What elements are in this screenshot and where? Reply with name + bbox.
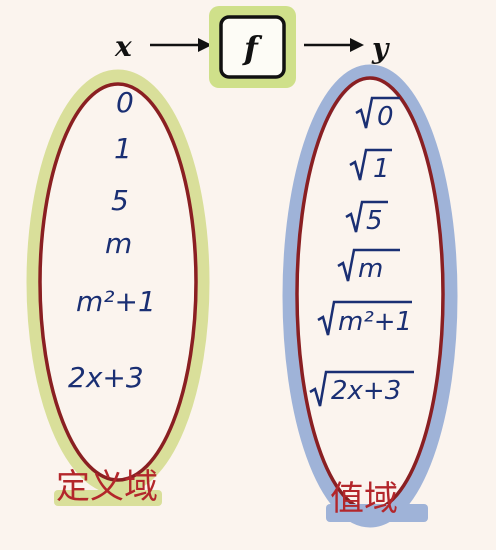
domain-ellipse bbox=[38, 82, 198, 482]
range-set bbox=[282, 64, 458, 528]
arrow-x-to-f bbox=[150, 38, 212, 52]
range-ellipse bbox=[295, 76, 445, 512]
range-label: 值域 bbox=[330, 479, 398, 519]
domain-set: 0 1 5 m m²+1 2x+3 bbox=[26, 69, 210, 495]
domain-item: 5 bbox=[111, 184, 129, 217]
arrow-f-to-y bbox=[304, 38, 364, 52]
function-label-f: f bbox=[242, 29, 263, 67]
domain-item: 1 bbox=[114, 132, 132, 165]
domain-item: m bbox=[105, 227, 132, 260]
domain-item: m²+1 bbox=[76, 285, 156, 318]
range-label-highlight bbox=[326, 504, 428, 522]
input-variable-x: x bbox=[114, 30, 132, 63]
function-box: f bbox=[209, 6, 296, 88]
range-highlight bbox=[282, 64, 458, 528]
domain-label: 定义域 bbox=[56, 467, 158, 507]
domain-highlight bbox=[26, 69, 210, 495]
domain-item: 2x+3 bbox=[68, 361, 144, 394]
domain-label-highlight bbox=[54, 490, 162, 506]
domain-item: 0 bbox=[116, 86, 134, 119]
output-variable-y: y bbox=[371, 32, 390, 65]
